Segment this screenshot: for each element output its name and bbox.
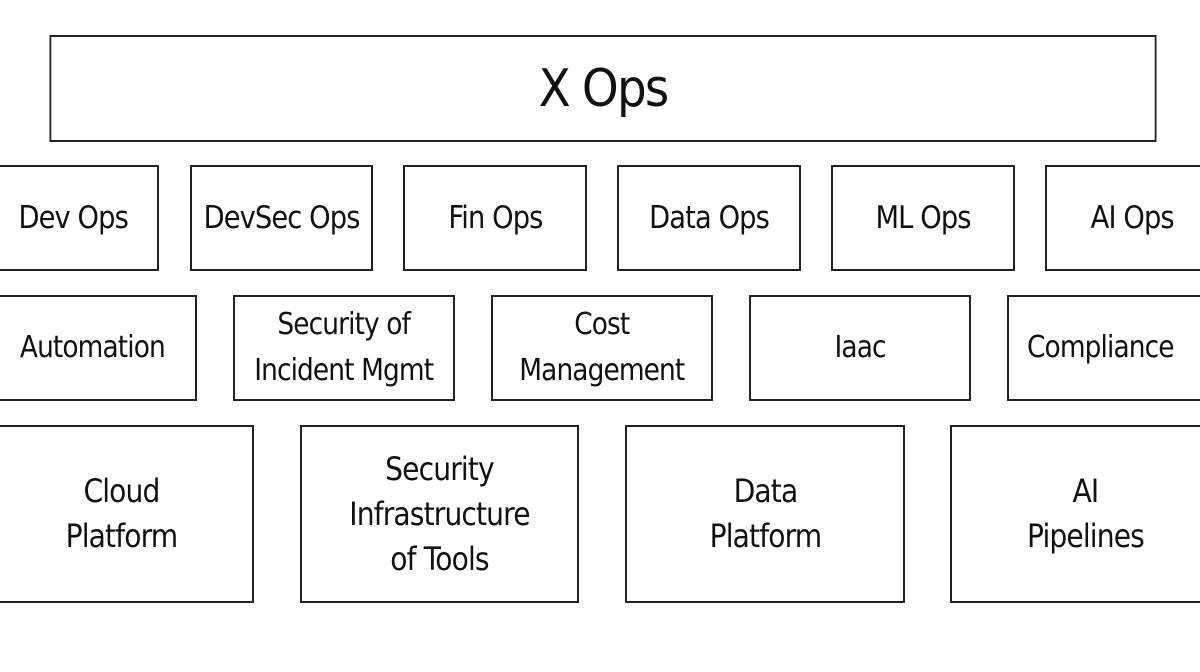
label-ml-ops: ML Ops: [875, 200, 971, 236]
label-iaac: Iaac: [834, 330, 886, 365]
label-data-platform: Data Platform: [709, 472, 822, 555]
label-security-infrastructure-tools: Security Infrastructure of Tools: [349, 449, 530, 578]
box-iaac: Iaac: [749, 295, 971, 401]
label-devsec-ops: DevSec Ops: [203, 200, 361, 236]
box-automation: Automation: [0, 295, 197, 401]
x-ops-title: X Ops: [538, 58, 670, 119]
box-data-platform: Data Platform: [625, 425, 905, 603]
box-data-ops: Data Ops: [617, 165, 801, 271]
box-ai-ops: AI Ops: [1045, 165, 1200, 271]
label-ai-ops: AI Ops: [1090, 200, 1175, 236]
label-fin-ops: Fin Ops: [447, 200, 543, 236]
label-dev-ops: Dev Ops: [18, 200, 129, 236]
box-devsec-ops: DevSec Ops: [190, 165, 373, 271]
label-security-incident-mgmt: Security of Incident Mgmt: [254, 307, 434, 388]
label-cost-management: Cost Management: [519, 307, 685, 388]
box-ai-pipelines: AI Pipelines: [950, 425, 1200, 603]
box-dev-ops: Dev Ops: [0, 165, 159, 271]
label-cloud-platform: Cloud Platform: [65, 472, 178, 555]
box-compliance: Compliance: [1007, 295, 1200, 401]
box-security-incident-mgmt: Security of Incident Mgmt: [233, 295, 455, 401]
box-fin-ops: Fin Ops: [403, 165, 587, 271]
box-cost-management: Cost Management: [491, 295, 713, 401]
label-data-ops: Data Ops: [649, 200, 770, 236]
box-cloud-platform: Cloud Platform: [0, 425, 254, 603]
box-security-infrastructure-tools: Security Infrastructure of Tools: [300, 425, 579, 603]
x-ops-title-box: X Ops: [49, 35, 1157, 142]
label-automation: Automation: [20, 330, 166, 365]
label-compliance: Compliance: [1027, 330, 1174, 365]
box-ml-ops: ML Ops: [831, 165, 1015, 271]
label-ai-pipelines: AI Pipelines: [1026, 472, 1145, 555]
